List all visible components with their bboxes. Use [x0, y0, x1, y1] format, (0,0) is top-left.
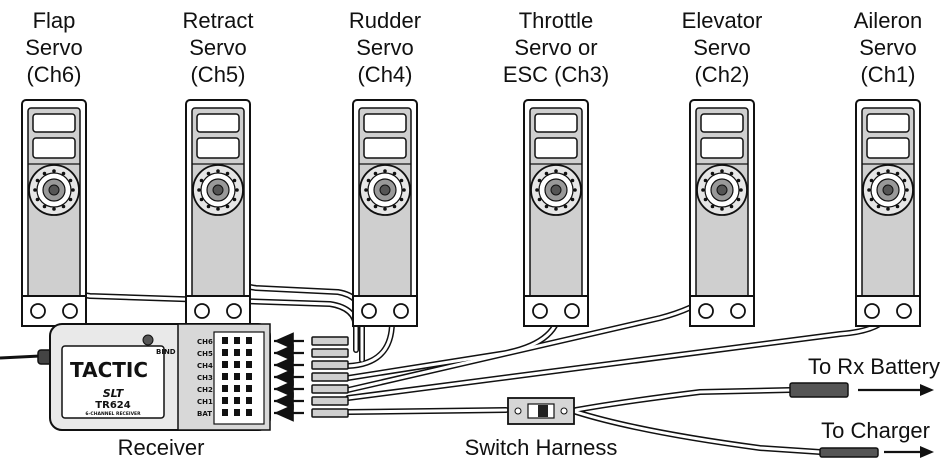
servo-label-flap: Flap Servo (Ch6) [25, 8, 82, 87]
svg-text:Servo: Servo [859, 35, 916, 60]
svg-text:CH6: CH6 [197, 338, 213, 346]
elevator-servo [689, 99, 755, 327]
charger-connector [819, 446, 934, 458]
model-label: TR624 [95, 400, 130, 411]
servo-label-elevator: Elevator Servo (Ch2) [682, 8, 763, 87]
retract-servo [185, 99, 251, 327]
servo-label-retract: Retract Servo (Ch5) [183, 8, 254, 87]
throttle-servo [523, 99, 589, 327]
brand-logo: TACTIC [70, 358, 148, 382]
svg-text:(Ch2): (Ch2) [694, 62, 749, 87]
svg-text:Servo: Servo [189, 35, 246, 60]
aileron-servo [855, 99, 921, 327]
svg-text:Rudder: Rudder [349, 8, 421, 33]
switch [507, 397, 575, 425]
servo-label-throttle: Throttle Servo or ESC (Ch3) [503, 8, 609, 87]
switch-harness-label: Switch Harness [465, 435, 618, 460]
port-labels: CH6 CH5 CH4 CH3 CH2 CH1 BAT [197, 338, 213, 418]
receiver-antenna [0, 354, 41, 360]
svg-text:(Ch6): (Ch6) [26, 62, 81, 87]
svg-text:Servo: Servo [25, 35, 82, 60]
svg-text:Elevator: Elevator [682, 8, 763, 33]
bind-led [142, 334, 154, 346]
rudder-servo [352, 99, 418, 327]
svg-text:ESC (Ch3): ESC (Ch3) [503, 62, 609, 87]
to-charger-label: To Charger [821, 418, 930, 443]
receiver-label: Receiver [118, 435, 205, 460]
svg-text:Throttle: Throttle [519, 8, 594, 33]
svg-text:Servo: Servo [693, 35, 750, 60]
svg-text:(Ch1): (Ch1) [860, 62, 915, 87]
svg-text:Aileron: Aileron [854, 8, 922, 33]
connector-plugs [274, 332, 349, 422]
svg-text:(Ch4): (Ch4) [357, 62, 412, 87]
svg-text:Servo: Servo [356, 35, 413, 60]
to-rx-battery-label: To Rx Battery [808, 354, 940, 379]
svg-text:Servo or: Servo or [514, 35, 597, 60]
svg-text:CH5: CH5 [197, 350, 213, 358]
svg-text:CH1: CH1 [197, 398, 213, 406]
slt-logo: SLT [103, 387, 125, 400]
bind-label: BIND [156, 348, 176, 356]
svg-text:CH3: CH3 [197, 374, 213, 382]
servo-label-aileron: Aileron Servo (Ch1) [854, 8, 922, 87]
svg-text:CH4: CH4 [197, 362, 213, 370]
port-pins [222, 337, 252, 416]
battery-connector [789, 382, 934, 398]
switch-harness-wires [345, 387, 823, 455]
servo-label-rudder: Rudder Servo (Ch4) [349, 8, 421, 87]
flap-servo [21, 99, 87, 327]
receiver-subtitle: 6-CHANNEL RECEIVER [85, 411, 141, 417]
svg-text:Flap: Flap [33, 8, 76, 33]
svg-text:BAT: BAT [197, 410, 212, 418]
svg-text:CH2: CH2 [197, 386, 213, 394]
receiver [49, 323, 271, 431]
svg-text:Retract: Retract [183, 8, 254, 33]
svg-text:(Ch5): (Ch5) [190, 62, 245, 87]
